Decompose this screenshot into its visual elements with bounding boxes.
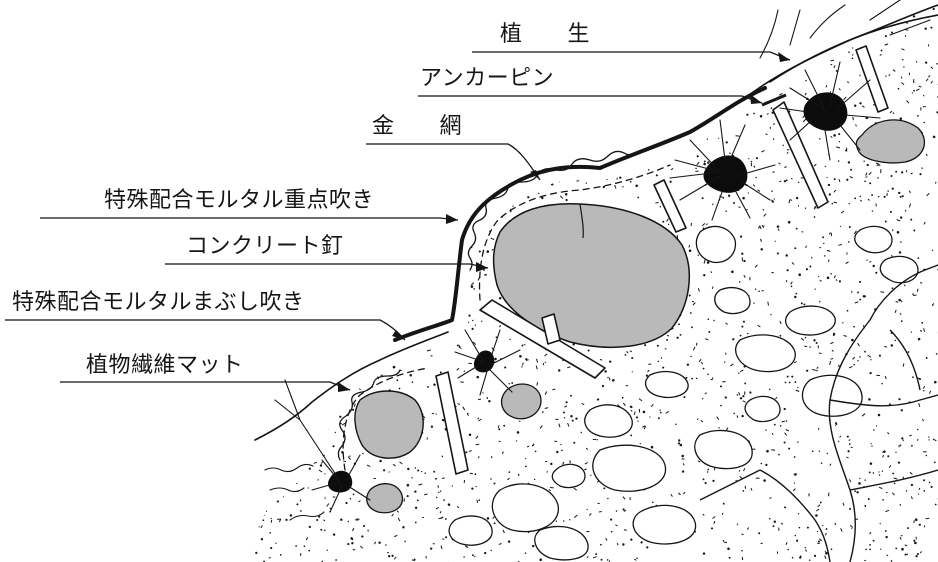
leader-arrowheads [338,52,790,392]
plant-fiber-mat-line-lower [342,367,429,471]
label-special-mortar-heavy: 特殊配合モルタル重点吹き [104,188,375,213]
wire-mesh-line [467,149,643,271]
rock-small-3 [855,119,926,164]
label-concrete-nail: コンクリート釘 [186,234,344,259]
leader-mortar-dust [5,319,406,341]
concrete-nail-3 [541,313,561,345]
plant-fiber-mat-line [478,164,671,301]
label-vegetation: 植 生 [500,22,591,47]
surface-strands [264,463,325,521]
leader-plant-fiber-mat [60,381,351,391]
concrete-nail-2 [435,371,469,475]
concrete-nail-1 [479,299,606,379]
outer-surface-line [254,331,449,441]
leader-anchor-pin [418,95,763,104]
leader-concrete-nail [165,263,489,269]
outer-surface-line-upper2 [744,14,938,99]
root-mass-2 [803,92,848,131]
anchor-pin-1 [772,101,829,209]
outer-surface-line-upper [769,4,938,83]
leader-mortar-heavy [40,217,459,221]
label-special-mortar-dust: 特殊配合モルタルまぶし吹き [12,290,305,315]
leader-vegetation [472,51,791,61]
mortar-heavy-surface [393,86,767,342]
label-anchor-pin: アンカーピン [420,66,555,91]
anchor-pin-2 [855,45,889,113]
bedrock-cracks [699,264,938,562]
roots [274,0,931,513]
label-plant-fiber-mat: 植物繊維マット [86,353,244,378]
label-wire-mesh: 金 網 [372,114,463,139]
rock-large [492,202,691,349]
leader-wire-mesh [366,143,541,181]
wire-mesh-lower [337,369,401,461]
root-mass-1 [703,155,748,193]
rock-small-1 [501,383,542,420]
rock-medium [354,390,424,459]
pebbles [448,225,919,561]
rock-small-2 [366,483,404,514]
anchor-pins [435,45,889,475]
anchor-pin-3 [653,179,687,233]
root-masses [328,92,848,493]
